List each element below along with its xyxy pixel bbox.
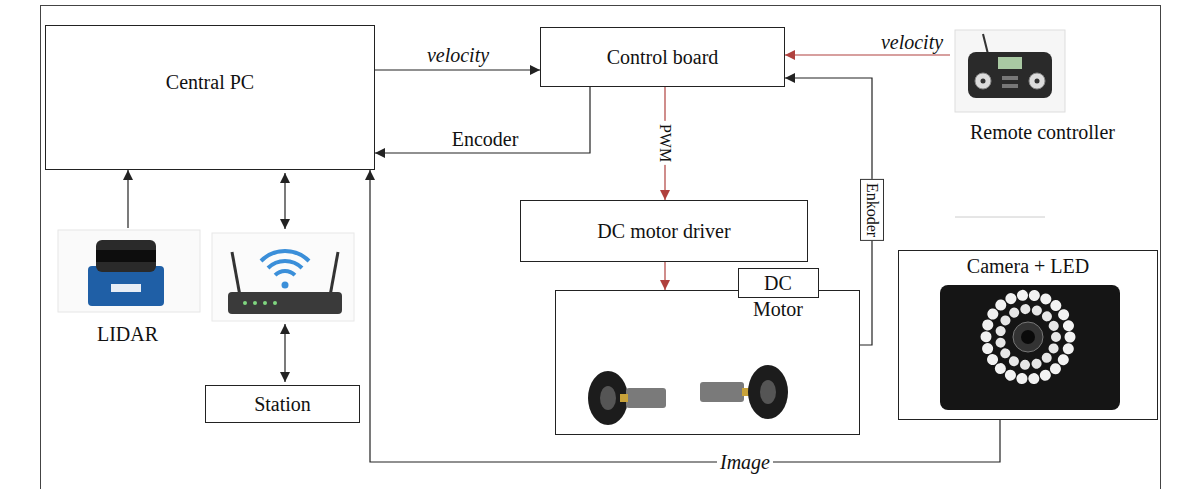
remote-controller-picture-part <box>998 57 1022 69</box>
lidar-picture-part <box>96 250 156 262</box>
separator-line-part <box>955 217 1045 218</box>
network-arrows-part <box>284 173 285 229</box>
router-picture-part <box>263 301 267 305</box>
wheel-motor-picture-part <box>760 380 776 404</box>
camera-led-picture-part <box>1013 322 1043 352</box>
camera-led-picture-part <box>940 285 1120 410</box>
network-arrows-part <box>284 324 285 382</box>
device-box: Camera + LED <box>898 250 1158 420</box>
node-label: Remote controller <box>970 120 1115 144</box>
outer-frame-part <box>41 6 1161 489</box>
router-picture-part <box>228 292 342 314</box>
wheel-motor-picture-part <box>748 365 788 419</box>
node-label: Central PC <box>166 70 254 94</box>
camera-led-picture <box>940 285 1120 410</box>
router-picture-part <box>282 282 289 289</box>
process-box: DC motor driver <box>520 200 808 262</box>
connector <box>127 170 128 228</box>
network-arrows <box>285 173 286 382</box>
remote-controller-picture-part <box>1002 76 1018 80</box>
dc-motor-outline <box>556 269 860 435</box>
router-picture-part <box>243 301 247 305</box>
router-picture-part <box>261 251 309 261</box>
device-icon: LIDAR <box>55 228 200 346</box>
wheel-motor-picture-part <box>600 386 616 410</box>
process-box: Central PC <box>45 25 375 170</box>
connector <box>664 262 665 290</box>
remote-controller-picture-part <box>1002 84 1018 88</box>
edge-label: Enkoder <box>860 179 884 241</box>
device-icon: Remote controller <box>950 28 1135 144</box>
remote-controller-picture-part <box>1035 79 1040 84</box>
remote-controller-picture-part <box>981 79 986 84</box>
outer-frame <box>41 6 1161 489</box>
node-label: Camera + LED <box>967 254 1089 278</box>
process-box: Station <box>205 385 360 423</box>
wheel-motor-picture-part <box>588 371 628 425</box>
node-label: LIDAR <box>97 322 158 346</box>
node-label: Station <box>254 392 311 416</box>
edge-label: PWM <box>654 121 676 165</box>
router-picture-part <box>275 271 295 275</box>
device-box: DC Motor <box>555 290 860 435</box>
router-picture-part <box>268 261 302 268</box>
edge-label: velocity <box>878 31 946 53</box>
camera-led-picture-part <box>1000 309 1056 365</box>
edge-label: Encoder <box>449 128 522 150</box>
remote-controller-picture-part <box>955 30 1065 112</box>
process-box: Control board <box>540 27 785 87</box>
remote-controller-picture-part <box>968 52 1052 98</box>
connector <box>375 69 540 70</box>
router-picture-part <box>253 301 257 305</box>
wheel-motor-picture <box>588 365 788 425</box>
router-picture-part <box>330 252 338 296</box>
edge-label: Image <box>717 451 773 473</box>
router-picture-part <box>232 252 240 296</box>
remote-controller-picture-part <box>975 73 991 89</box>
lidar-picture-part <box>111 284 141 292</box>
node-label: Control board <box>607 45 719 69</box>
lidar-picture-part <box>96 240 156 272</box>
lidar-picture <box>58 230 200 312</box>
remote-controller-picture-part <box>983 34 988 54</box>
wheel-motor-picture-part <box>620 394 628 402</box>
connector <box>785 54 950 55</box>
node-label: DC Motor <box>743 270 813 322</box>
router-picture-part <box>212 233 354 321</box>
router-picture <box>212 233 354 321</box>
connector <box>370 170 1000 462</box>
separator-line <box>955 217 1045 218</box>
edge-label: velocity <box>424 44 492 66</box>
camera-led-picture-part <box>986 295 1070 379</box>
node-label: DC motor driver <box>597 219 730 243</box>
wheel-motor-picture-part <box>700 382 744 402</box>
lidar-picture-part <box>58 230 200 312</box>
router-picture-part <box>273 301 277 305</box>
remote-controller-picture <box>955 30 1065 112</box>
remote-controller-picture-part <box>1029 73 1045 89</box>
connector <box>375 87 590 153</box>
wheel-motor-picture-part <box>626 388 666 408</box>
dc-motor-outline-part <box>556 291 860 435</box>
camera-led-picture-part <box>1021 330 1035 344</box>
